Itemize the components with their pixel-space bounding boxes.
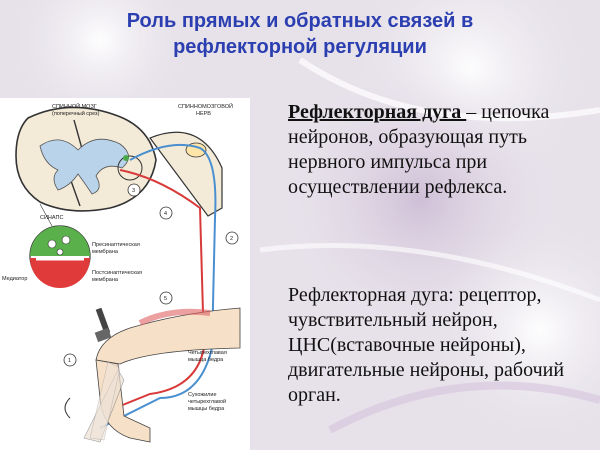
label-postsynaptic-sub: мембрана <box>92 277 119 283</box>
label-spinal-cord-sub: (поперечный срез) <box>52 110 100 117</box>
label-tendon-1: Сухожилие <box>188 392 217 398</box>
marker-2: 2 <box>225 231 239 245</box>
motor-neuron-path <box>109 169 206 411</box>
svg-text:2: 2 <box>230 236 233 242</box>
synapse-inset <box>29 225 91 288</box>
svg-text:1: 1 <box>68 358 71 364</box>
definition-dash: – <box>466 101 477 123</box>
reflex-hammer-icon <box>94 307 112 343</box>
svg-text:5: 5 <box>164 296 167 302</box>
definition-term: Рефлекторная дуга <box>288 101 467 123</box>
marker-5: 5 <box>159 291 173 305</box>
label-synapse: СИНАПС <box>40 215 63 221</box>
sensory-neuron-path <box>99 143 217 429</box>
marker-4: 4 <box>159 206 173 220</box>
definition-body: цепочка нейронов, образующая путь нервно… <box>288 101 550 198</box>
svg-text:4: 4 <box>164 211 167 217</box>
marker-3: 3 <box>127 183 141 197</box>
slide-title-line2: рефлекторной регуляции <box>173 36 427 58</box>
label-presynaptic: Пресинаптическая <box>92 242 140 248</box>
definition-block: Рефлекторная дуга – цепочка нейронов, об… <box>288 100 578 200</box>
slide-title: Роль прямых и обратных связей в рефлекто… <box>60 8 540 60</box>
label-quadriceps-sub: мышца бедра <box>188 357 224 363</box>
label-tendon-3: мышцы бедра <box>188 406 225 412</box>
slide-title-line1: Роль прямых и обратных связей в <box>126 10 474 32</box>
label-spinal-nerve-sub: НЕРВ <box>196 111 211 117</box>
components-block: Рефлекторная дуга: рецептор, чувствитель… <box>288 283 588 408</box>
spinal-cord-section <box>15 106 157 212</box>
reflex-arc-diagram: СПИННОЙ МОЗГ (поперечный срез) СПИННОМОЗ… <box>0 98 250 450</box>
leg-illustration <box>83 307 241 443</box>
label-tendon-2: четырехглавой <box>188 398 226 405</box>
label-quadriceps: Четырехглавая <box>188 350 227 356</box>
marker-1: 1 <box>63 353 77 367</box>
label-spinal-cord: СПИННОЙ МОЗГ <box>52 102 97 110</box>
components-text: Рефлекторная дуга: рецептор, чувствитель… <box>288 284 565 406</box>
label-mediator: Медиатор <box>2 276 27 282</box>
label-presynaptic-sub: мембрана <box>92 249 119 255</box>
svg-text:3: 3 <box>132 188 135 194</box>
label-spinal-nerve: СПИННОМОЗГОВОЙ <box>178 102 233 110</box>
label-postsynaptic: Постсинаптическая <box>92 270 142 276</box>
